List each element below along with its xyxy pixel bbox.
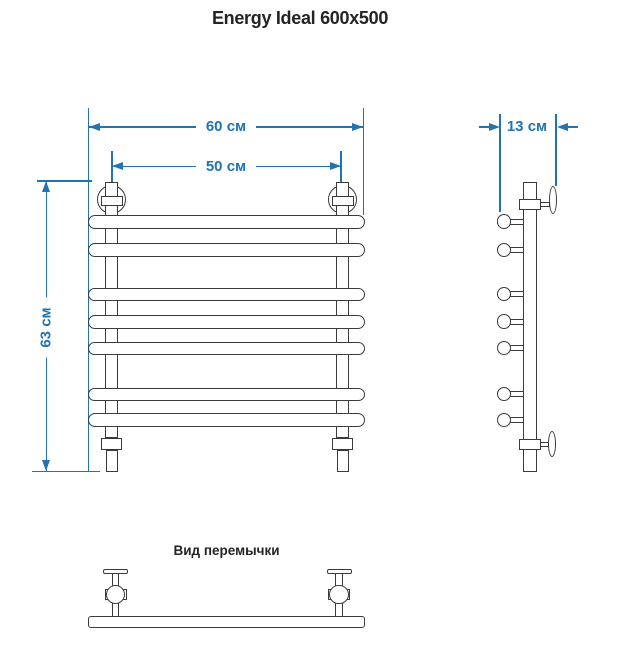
rung-stub-3: [509, 291, 524, 297]
arrow-shaft-13-left: [479, 126, 491, 128]
rung-stub-4: [509, 318, 524, 325]
rung-end-circle-4: [496, 314, 511, 329]
rung-stub-6: [509, 391, 524, 397]
rung-stub-2: [509, 247, 524, 253]
rung-1: [88, 215, 365, 229]
arrowhead-13-left: [489, 122, 500, 131]
arrowhead-50-left: [112, 162, 123, 171]
rung-4: [88, 315, 365, 329]
rung-end-circle-5: [496, 340, 511, 356]
valve-handle-left: [103, 569, 128, 574]
valve-body-left: [105, 584, 126, 604]
side-post: [522, 182, 537, 472]
rung-5: [88, 341, 365, 355]
extension-line-60-right: [362, 108, 364, 215]
rung-end-circle-3: [496, 286, 511, 302]
bottom-wall-flange: [548, 431, 556, 457]
extension-line-50-left: [111, 151, 113, 183]
rung-6: [88, 387, 365, 401]
crossbar: [88, 616, 365, 628]
arrow-shaft-13-right: [566, 126, 578, 128]
rung-end-circle-1: [496, 214, 511, 229]
arrowhead-60-left: [89, 122, 100, 131]
top-wall-flange: [548, 186, 557, 214]
rung-2: [88, 243, 365, 257]
extension-line-60-left: [87, 108, 89, 471]
valve-body-right: [329, 584, 349, 604]
dimension-label-13: 13 см: [506, 118, 548, 135]
extension-line-13-right: [555, 114, 557, 186]
rung-end-circle-6: [496, 386, 511, 402]
arrowhead-63-top: [42, 181, 51, 192]
top-mount-collar: [519, 199, 541, 210]
extension-line-13-left: [499, 114, 501, 212]
valve-handle-right: [326, 569, 352, 574]
rung-stub-5: [509, 345, 524, 351]
bottom-union-left: [101, 438, 122, 450]
bottom-union-right: [332, 438, 353, 450]
bottom-pipe-left: [105, 450, 118, 472]
tick-63-bottom: [32, 470, 100, 472]
rung-end-circle-2: [496, 242, 511, 258]
bottom-pipe-right: [336, 450, 349, 472]
bracket-collar-left: [100, 195, 123, 206]
dimension-label-63: 63 см: [37, 297, 55, 358]
arrowhead-13-right: [556, 122, 568, 131]
page-title: Energy Ideal 600x500: [211, 8, 389, 28]
rung-stub-7: [509, 417, 524, 423]
tick-63-top: [37, 180, 92, 182]
arrowhead-63-bottom: [42, 460, 51, 471]
rung-end-circle-7: [496, 412, 511, 428]
arrowhead-60-right: [352, 122, 363, 131]
arrowhead-50-right: [330, 162, 341, 171]
bottom-mount-collar: [519, 439, 541, 450]
dimension-label-60: 60 см: [196, 118, 256, 135]
rung-7: [88, 413, 365, 427]
bottom-view-caption: Вид перемычки: [173, 543, 280, 558]
bracket-collar-right: [331, 195, 354, 206]
dimension-label-50: 50 см: [196, 157, 256, 175]
rung-stub-1: [509, 218, 524, 225]
rung-3: [88, 287, 365, 301]
